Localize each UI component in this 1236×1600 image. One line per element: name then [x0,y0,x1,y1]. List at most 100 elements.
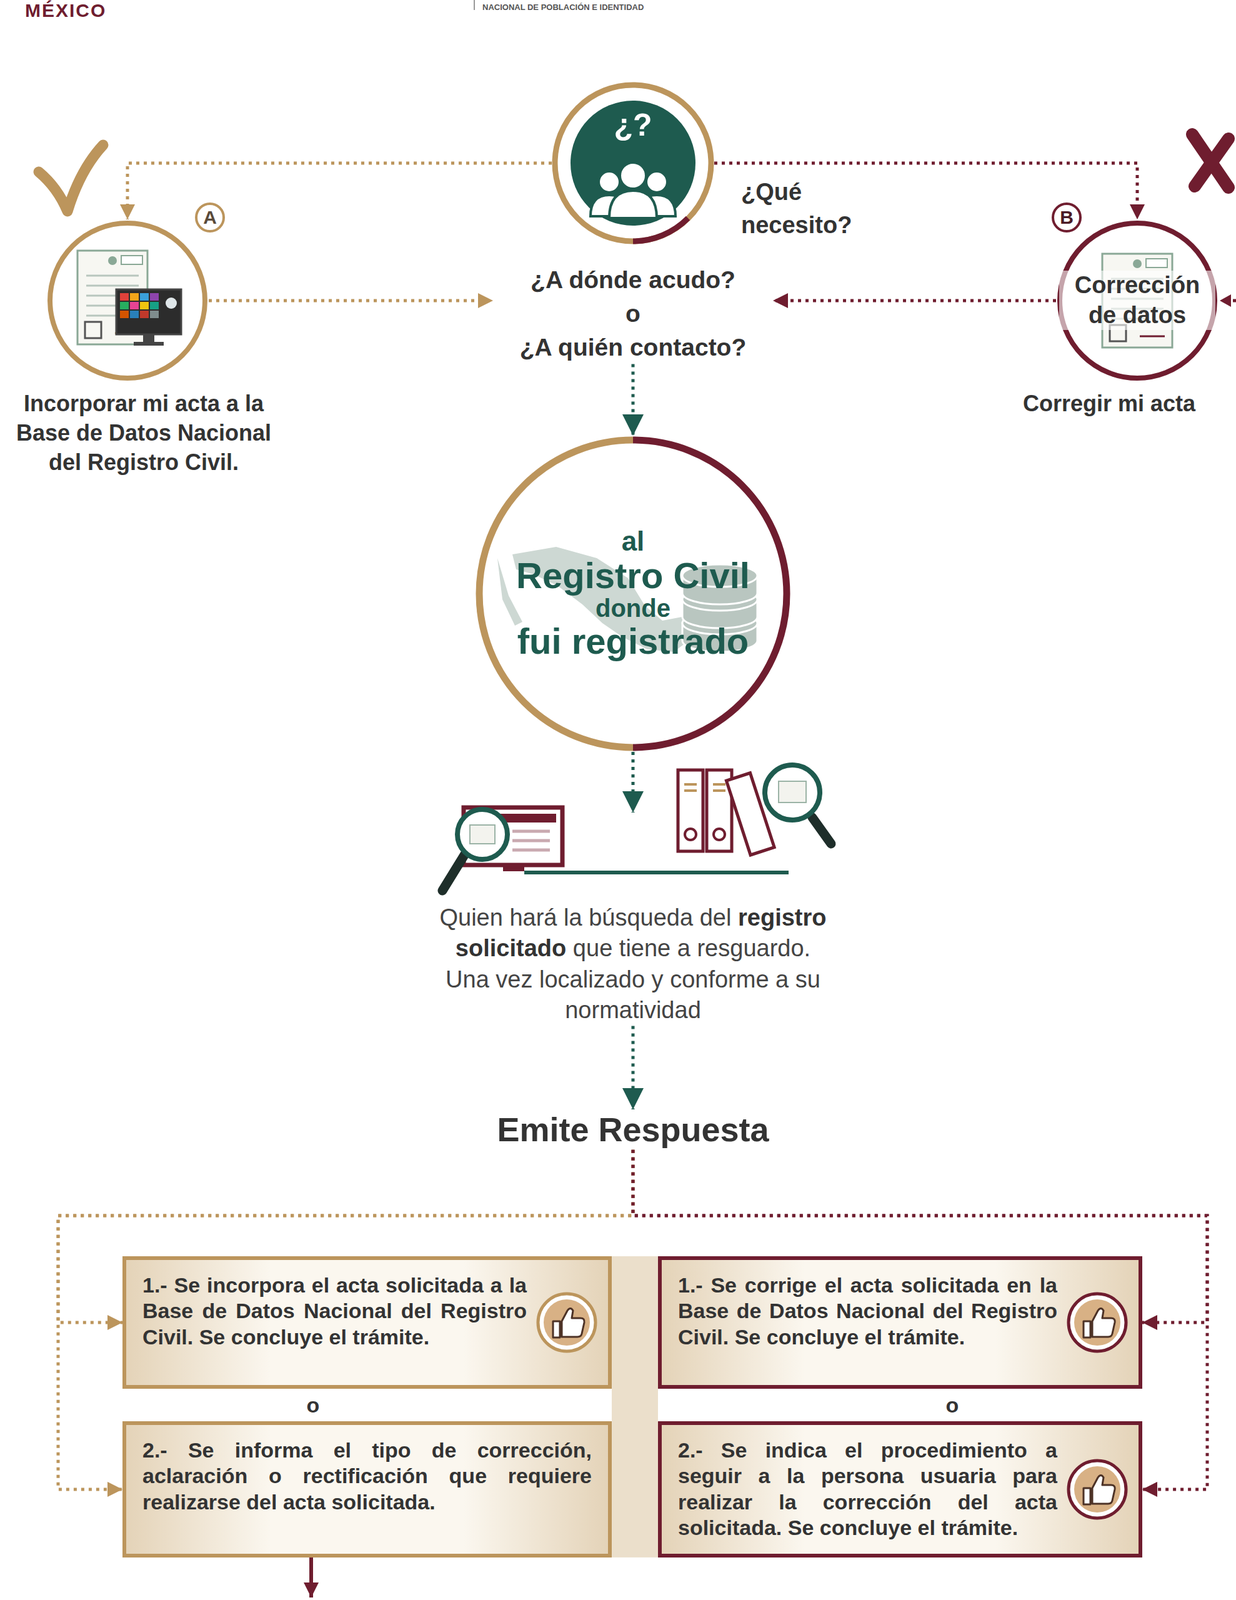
destination-text: al [621,526,645,557]
thumbs-up-icon-part [543,1299,590,1346]
connector-word: o [939,1392,965,1418]
search-illustration-part-part [712,789,726,792]
search-illustration-part [677,769,703,852]
thumbs-up-icon [1066,1457,1129,1521]
center-band [611,1255,658,1558]
thumbs-up-icon-part [1083,1474,1115,1505]
question-heading: ¿Qué necesito? [741,175,867,242]
option-circle-outline-part [116,289,182,335]
response-heading: Emite Respuesta [437,1109,829,1150]
option-circle-outline-part [49,223,205,379]
check-mark [38,144,104,212]
flow-connector [208,299,494,303]
option-circle: BCorrección de datosCorregir mi acta [1056,219,1219,382]
option-circle-outline-part [129,310,139,319]
option-circle-outline-part [1146,258,1168,268]
question-circle-outline [551,81,715,245]
thumbs-up-icon [535,1290,599,1354]
search-illustration-part [457,809,508,860]
option-caption: Corregir mi acta [987,389,1232,419]
flow-connector [127,163,552,220]
search-illustration-part [684,784,726,791]
box-text: 1.- Se corrige el acta solicitada en la … [677,1272,1058,1350]
option-title: Corrección de datos [1059,270,1216,330]
incoming-arrow-part [1219,294,1232,307]
question-text: ¿A dónde acudo?o¿A quién contacto? [493,263,773,364]
thumbs-up-icon [1066,1290,1129,1354]
search-illustration-part [713,828,725,840]
thumbs-up-icon-part [538,1293,596,1351]
option-circle-outline-part [119,310,129,319]
option-circle: AIncorporar mi acta a la Base de Datos N… [46,219,209,382]
box-text: 2.- Se informa el tipo de corrección, ac… [142,1437,592,1515]
question-circle-outline-part [590,162,676,219]
thumbs-up-icon-part [1068,1460,1127,1518]
cross-mark-part [1192,134,1229,188]
question-circle-outline-part-part [609,190,657,219]
search-illustration-part [764,764,820,820]
option-circle-outline-part [129,293,139,301]
search-illustration-part [812,817,832,844]
cross-mark-part [1194,138,1229,187]
destination-text: donde [595,594,671,622]
search-illustration-part [524,870,789,875]
thumbs-up-icon-part [1074,1465,1121,1513]
option-circle-outline-part [149,301,159,310]
option-letter: B [1052,203,1081,232]
option-circle-outline-part [119,293,129,301]
box-text: 2.- Se indica el procedimiento a seguir … [677,1437,1058,1541]
result-box: 1.- Se corrige el acta solicitada en la … [657,1255,1143,1389]
option-circle-outline-part [139,293,149,301]
thumbs-up-icon-part [553,1308,585,1338]
flow-connector [631,1026,635,1110]
option-circle-outline-part [196,203,224,232]
option-caption: Incorporar mi acta a la Base de Datos Na… [6,389,282,477]
option-circle-outline-part-part [86,284,139,287]
flow-connector [631,363,635,436]
header-agency: NACIONAL DE POBLACIÓN E IDENTIDAD [482,2,644,12]
search-illustration-part [684,828,697,840]
cross-mark [1192,134,1229,188]
search-illustration-part [778,781,807,803]
question-circle-outline-part-part [646,171,668,193]
header-separator [473,0,475,10]
result-box: 2.- Se indica el procedimiento a seguir … [657,1420,1143,1558]
option-circle-outline [46,219,209,382]
option-circle-outline-part [143,334,155,342]
search-illustration-part [469,824,495,844]
option-circle-outline-part [129,301,139,310]
incoming-arrow [1219,294,1236,307]
option-letter: A [196,203,224,232]
search-illustration-part [442,852,466,891]
search-illustration-part [512,848,550,852]
question-circle: ¿?¿Qué necesito? [551,81,715,245]
thumbs-up-icon-part [1074,1299,1121,1346]
destination-title: Registro Civil [516,556,750,596]
destination-circle: alRegistro Civildondefui registrado [474,435,792,752]
search-illustration-part-part [684,789,697,792]
search-illustration-part-part [684,782,697,786]
option-circle-outline-part [133,341,164,346]
search-text: Quien hará la búsqueda del [439,904,732,931]
question-mark: ¿? [551,109,715,141]
option-circle-outline-part [165,297,177,309]
header-logo-text: MÉXICO [24,0,107,22]
option-circle-outline-part [1139,335,1165,338]
flow-connector [772,299,1057,303]
option-circle-outline-part [1059,223,1215,379]
search-illustration-part-part [712,782,726,786]
option-circle-outline-part [119,301,129,310]
option-circle-outline-part [121,255,143,265]
destination-circle-outline-part [479,439,787,748]
option-circle-outline-part [1052,203,1081,232]
flow-connector [631,751,635,813]
continuation-arrow [309,1557,314,1598]
question-line: ¿A dónde acudo? [493,263,773,297]
question-line: ¿A quién contacto? [493,330,773,365]
search-illustration [442,764,832,891]
search-illustration-part [503,864,525,872]
option-circle-outline-part [149,293,159,301]
response-heading: Emite Respuesta [437,1109,829,1150]
connector-word: o [300,1392,326,1418]
